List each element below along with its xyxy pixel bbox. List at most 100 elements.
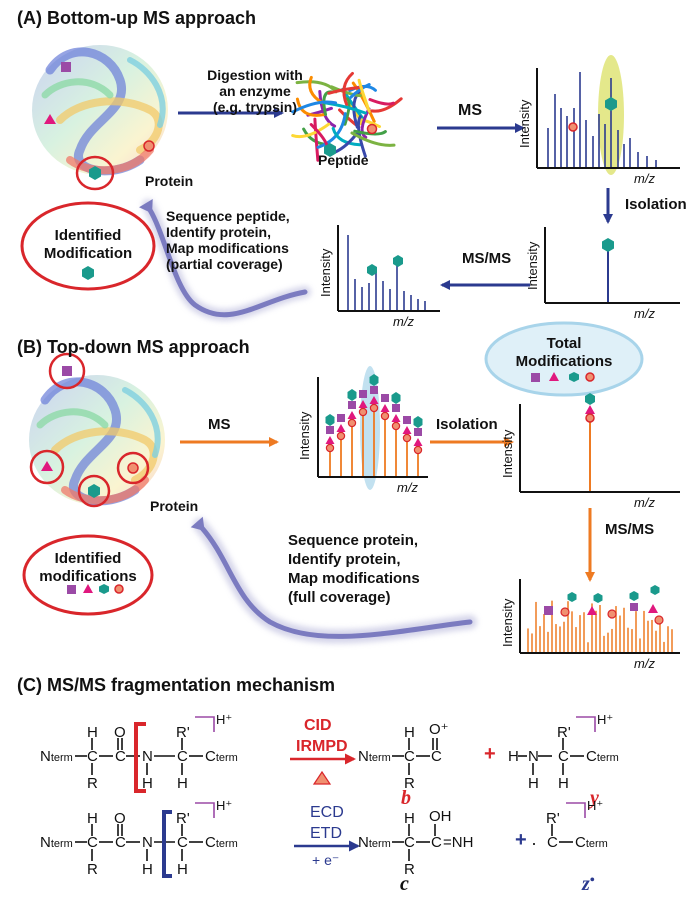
digestion-line: Digestion with (207, 67, 303, 83)
protein-structure-a (32, 45, 168, 176)
mod-highlight-circle-circle (116, 451, 150, 485)
sequence-line: Sequence protein, (288, 532, 419, 549)
digestion-label: Digestion with an enzyme (e.g. trypsin) (200, 67, 310, 115)
atom-h: H (404, 810, 415, 827)
peak-circle-marker (347, 418, 357, 428)
peak-square-marker (414, 428, 422, 436)
atom-c: C (115, 748, 126, 765)
fragment-circle-marker (607, 609, 617, 619)
atom-o: O (114, 810, 126, 827)
ms-label-b: MS (208, 416, 231, 433)
peak-square-marker (348, 401, 356, 409)
isolated-circle-b (585, 413, 595, 423)
atom-r: R (404, 861, 415, 878)
fragment-hexagon-marker (393, 255, 403, 267)
sequence-line: Sequence peptide, (166, 208, 290, 224)
fragment-hexagon-marker (367, 264, 377, 276)
ecd-label: ECD (310, 804, 344, 821)
electron-label: + e⁻ (312, 852, 340, 868)
peak-square-marker (337, 414, 345, 422)
id-triangle-marker (83, 584, 93, 593)
plus-sign: + (484, 743, 496, 765)
total-hexagon-marker (569, 372, 579, 382)
sequence-line: Identify protein, (288, 551, 401, 568)
peak-hexagon-marker (413, 416, 423, 428)
hexagon-mod-marker-b (88, 484, 100, 498)
peak-hexagon-marker (391, 392, 401, 404)
fragment-hexagon-marker (567, 592, 577, 602)
atom-h: H (404, 724, 415, 741)
peptide-circle-marker (366, 123, 378, 135)
nterm-atom: Nterm (358, 835, 391, 852)
subscript: term (585, 838, 608, 850)
peak-triangle-marker (325, 436, 335, 444)
peak-circle-marker (413, 445, 423, 455)
modification-highlight-circle (75, 155, 115, 191)
peptide-label: Peptide (318, 152, 369, 168)
identified-hexagon-marker (82, 266, 94, 280)
atom-c: C (177, 748, 188, 765)
sequence-line: Map modifications (288, 570, 420, 587)
atom-h: H (177, 861, 188, 878)
isolation-label-a: Isolation (625, 196, 687, 213)
peak-triangle-marker (413, 438, 423, 446)
fragment-hexagon-marker (650, 585, 660, 595)
peptide-strand (370, 97, 403, 113)
b-ion-label: b (401, 787, 411, 809)
nterm-atom: Nterm (40, 749, 73, 766)
subscript: term (50, 752, 73, 764)
peak-circle-marker (380, 411, 390, 421)
cid-label: CID (304, 717, 332, 734)
atom-c: C (586, 748, 597, 765)
square-mod-marker (61, 62, 71, 72)
peak-circle-marker (369, 403, 379, 413)
peptide-strand (308, 75, 324, 105)
isolated-hexagon-b (585, 393, 595, 405)
atom-n: N (528, 748, 539, 765)
identified-modification-label: Identified Modification (38, 227, 138, 263)
atom-c: C (205, 748, 216, 765)
intensity-label: Intensity (318, 248, 333, 297)
peak-triangle-marker (380, 404, 390, 412)
isolation-label-b: Isolation (436, 416, 498, 433)
peak-triangle-marker (358, 400, 368, 408)
peak-hexagon-marker (369, 374, 379, 386)
peptide-strand (349, 83, 371, 99)
msms-label-a: MS/MS (462, 250, 512, 267)
atom-c: C (431, 748, 442, 765)
atom-c: C (404, 748, 415, 765)
peptide-strand (353, 129, 387, 136)
atom-n: N (40, 834, 51, 851)
fragment-square-marker (630, 603, 638, 611)
intensity-label: Intensity (525, 241, 540, 290)
hexagon-mod-marker (89, 166, 101, 180)
atom-n: N (40, 748, 51, 765)
atom-oplus: O⁺ (429, 721, 449, 738)
peak-circle-marker (402, 433, 412, 443)
peak-triangle-marker (369, 396, 379, 404)
peptide-strand (327, 85, 364, 95)
mod-highlight-circle-triangle (29, 449, 65, 485)
atom-h: H (87, 724, 98, 741)
atom-n: N (358, 748, 369, 765)
fragment-hexagon-marker (629, 591, 639, 601)
peptide-strand (331, 126, 362, 147)
atom-r: R (404, 775, 415, 792)
atom-h: H (142, 861, 153, 878)
z-letter: z (582, 873, 590, 895)
triangle-mod-marker (44, 114, 56, 124)
fragment-square-marker (544, 606, 553, 615)
peak-triangle-marker (347, 411, 357, 419)
id-circle-marker (114, 584, 124, 594)
cterm-atom: Cterm (205, 835, 238, 852)
atom-oh: OH (429, 808, 452, 825)
intensity-label: Intensity (500, 429, 515, 478)
atom-n: N (142, 834, 153, 851)
peak-square-marker (381, 394, 389, 402)
identified-line: Identified (54, 227, 122, 244)
isolated-triangle-b (585, 405, 595, 414)
cleavage-bracket-ecd (162, 810, 172, 878)
proton-charge: H⁺ (597, 712, 614, 727)
atom-r: R (87, 775, 98, 792)
atom-h: H (528, 775, 539, 792)
